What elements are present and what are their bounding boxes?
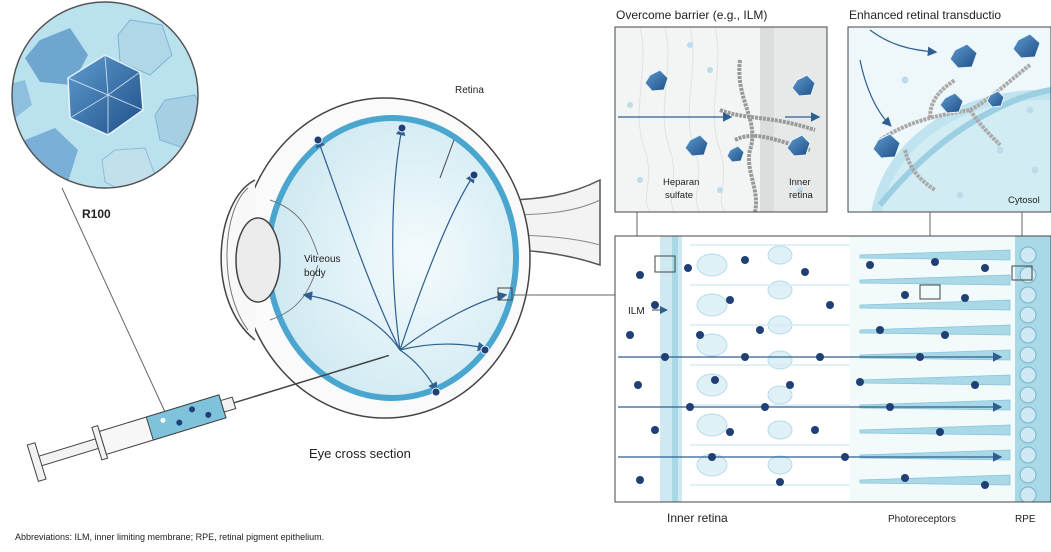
rpe-caption: RPE [1015, 514, 1036, 525]
cytosol-label: Cytosol [1008, 195, 1040, 206]
vitreous-label-line2: body [304, 268, 326, 279]
eye-cross-section [221, 98, 600, 418]
ilm-label: ILM [628, 306, 645, 317]
inner-retina-label-line1: Inner [789, 177, 811, 188]
retina-label: Retina [455, 85, 484, 96]
panel-retinal-layers [615, 236, 1051, 528]
capsid-connector-line [62, 188, 165, 412]
inner-retina-label-line2: retina [789, 190, 813, 201]
vitreous-label-line1: Vitreous [304, 254, 341, 265]
heparan-label-line2: sulfate [665, 190, 693, 201]
capsid-zoom-circle [2, 2, 210, 195]
panel2-title: Enhanced retinal transductio [849, 8, 1001, 22]
inner-retina-caption: Inner retina [667, 511, 728, 525]
abbreviations-footnote: Abbreviations: ILM, inner limiting membr… [15, 532, 324, 542]
eye-caption: Eye cross section [309, 446, 411, 461]
capsid-label: R100 [82, 207, 111, 221]
photoreceptors-caption: Photoreceptors [888, 514, 956, 525]
heparan-label-line1: Heparan [663, 177, 699, 188]
panel1-title: Overcome barrier (e.g., ILM) [616, 8, 767, 22]
